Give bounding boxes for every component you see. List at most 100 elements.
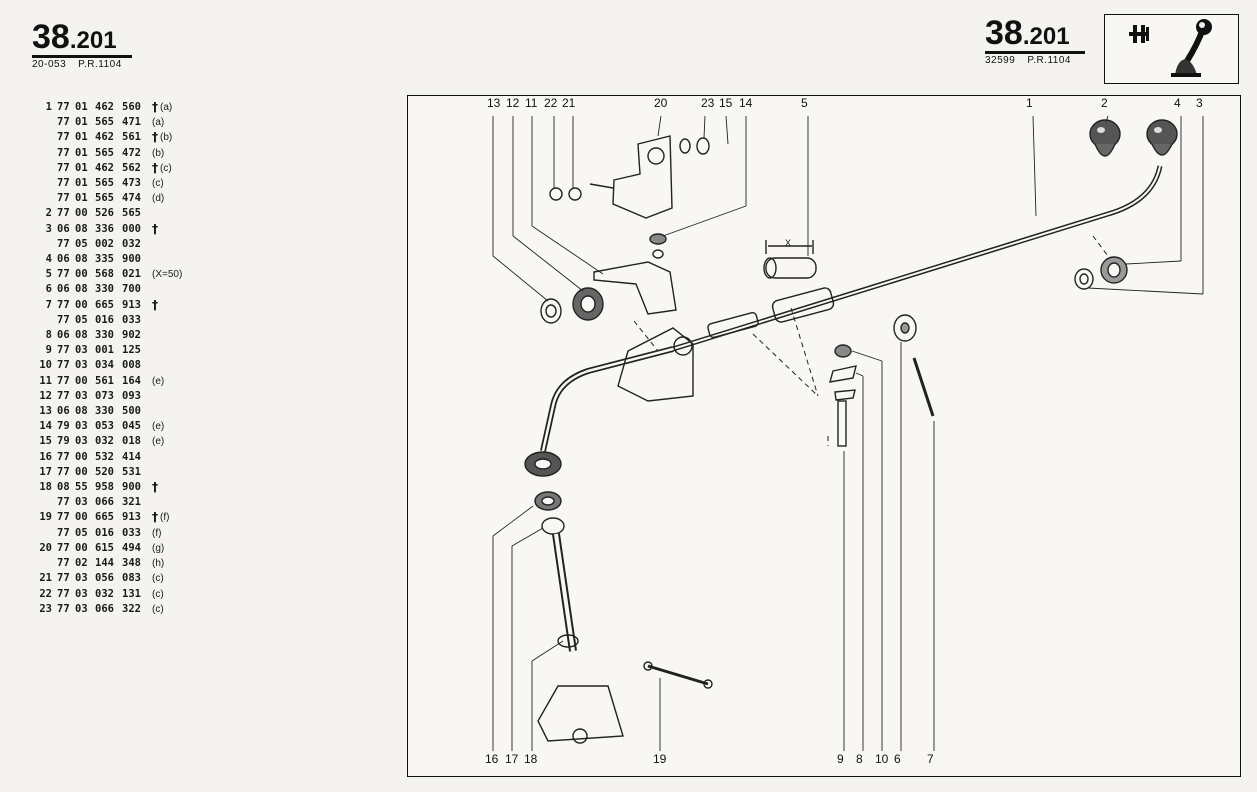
dagger-mark: † <box>152 130 158 145</box>
part-a: 77 <box>57 131 70 144</box>
part-c: 568 <box>95 268 114 281</box>
part-d: 021 <box>122 268 141 281</box>
part-note: (e) <box>152 375 165 387</box>
left-page-main: 38 <box>32 18 70 56</box>
part-c: 066 <box>95 496 114 509</box>
part-b: 01 <box>75 116 88 129</box>
part-d: 562 <box>122 161 141 174</box>
part-d: 033 <box>122 313 141 326</box>
part-b: 08 <box>75 253 88 266</box>
part-c: 066 <box>95 602 114 615</box>
part-b: 03 <box>75 602 88 615</box>
part-c: 526 <box>95 207 114 220</box>
right-code: 32599 <box>985 55 1016 66</box>
part-d: 500 <box>122 405 141 418</box>
part-b: 02 <box>75 557 88 570</box>
part-c: 462 <box>95 101 114 113</box>
part-c: 002 <box>95 237 114 250</box>
part-ref: 12 <box>39 389 52 402</box>
part-d: 473 <box>122 177 141 190</box>
part-ref: 15 <box>39 435 52 448</box>
part-ref: 22 <box>39 587 52 600</box>
part-a: 77 <box>57 116 70 129</box>
part-c: 034 <box>95 359 114 372</box>
part-b: 03 <box>75 572 88 585</box>
knob-2 <box>1089 119 1121 157</box>
part-a: 77 <box>57 313 70 326</box>
part-c: 330 <box>95 405 114 418</box>
part-d: 033 <box>122 526 141 539</box>
part-c: 565 <box>95 116 114 129</box>
gear-linkage-drawing <box>492 115 1204 751</box>
part-d: 093 <box>122 389 141 402</box>
part-d: 531 <box>122 465 141 478</box>
right-pr: P.R.1104 <box>1027 55 1071 66</box>
part-b: 01 <box>75 177 88 190</box>
dagger-mark: † <box>152 160 158 175</box>
left-page-sub: .201 <box>69 27 117 54</box>
part-b: 01 <box>75 161 88 174</box>
left-code: 20-053 <box>32 59 67 70</box>
part-b: 01 <box>75 101 88 113</box>
part-a: 77 <box>57 450 70 463</box>
part-a: 77 <box>57 526 70 539</box>
part-d: 018 <box>122 435 141 448</box>
bush-3-4 <box>1074 256 1128 290</box>
part-c: 565 <box>95 146 114 159</box>
part-a: 06 <box>57 253 70 266</box>
part-c: 615 <box>95 541 114 554</box>
part-a: 77 <box>57 389 70 402</box>
part-note: (c) <box>160 162 172 174</box>
part-note: (e) <box>152 421 165 433</box>
part-a: 77 <box>57 359 70 372</box>
part-ref <box>34 130 52 145</box>
part-b: 03 <box>75 420 88 433</box>
part-ref <box>34 495 52 510</box>
part-d: 474 <box>122 192 141 205</box>
part-b: 03 <box>75 389 88 402</box>
part-c: 144 <box>95 557 114 570</box>
part-d: 900 <box>122 481 141 494</box>
part-note: (X=50) <box>152 269 183 281</box>
part-c: 336 <box>95 222 114 235</box>
part-b: 55 <box>75 481 88 494</box>
right-header-rule <box>985 51 1085 54</box>
part-c: 665 <box>95 511 114 524</box>
part-d: 083 <box>122 572 141 585</box>
part-note: (h) <box>152 558 165 570</box>
part-a: 08 <box>57 481 70 494</box>
part-ref: 5 <box>45 268 52 281</box>
part-c: 565 <box>95 177 114 190</box>
part-ref: 7 <box>45 298 52 311</box>
part-ref: 19 <box>39 511 52 524</box>
part-d: 131 <box>122 587 141 600</box>
right-page-sub: .201 <box>1022 23 1070 50</box>
part-c: 335 <box>95 253 114 266</box>
part-d: 913 <box>122 298 141 311</box>
part-a: 77 <box>57 511 70 524</box>
part-c: 016 <box>95 313 114 326</box>
part-b: 08 <box>75 283 88 296</box>
part-ref <box>34 191 52 206</box>
part-ref: 8 <box>45 329 52 342</box>
gear-lever-icon <box>1129 19 1212 77</box>
part-d: 561 <box>122 131 141 144</box>
part-a: 77 <box>57 237 70 250</box>
part-ref <box>34 176 52 191</box>
part-ref <box>34 313 52 328</box>
